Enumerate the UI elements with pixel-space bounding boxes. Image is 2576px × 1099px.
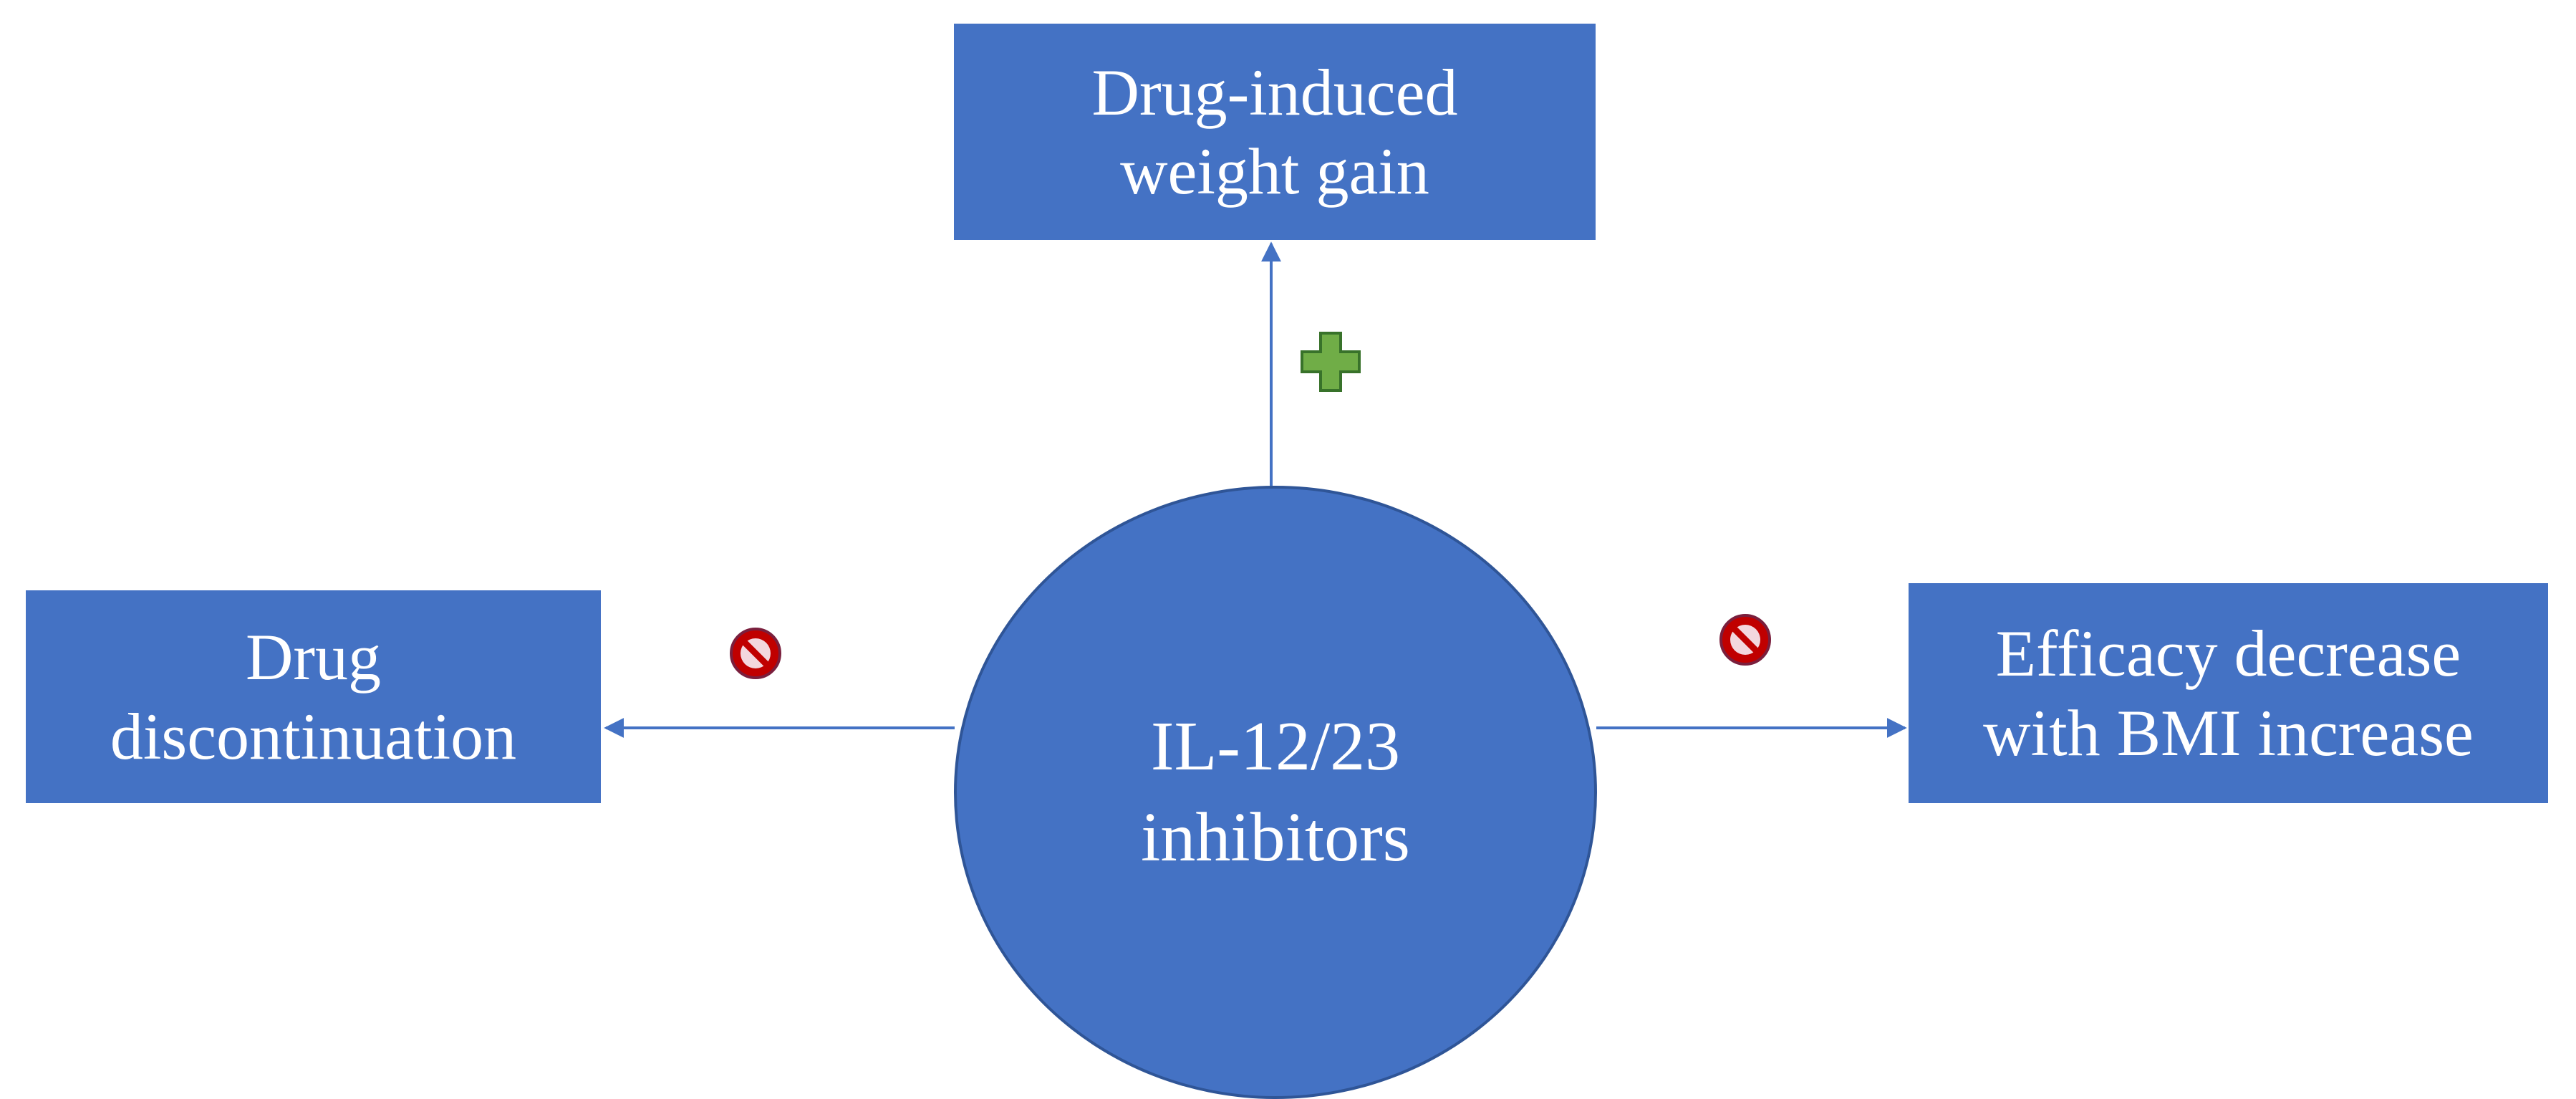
weight-gain-box: Drug-induced weight gain	[954, 24, 1596, 240]
center-line1: IL-12/23	[1150, 707, 1401, 785]
efficacy-decrease-line2: with BMI increase	[1983, 696, 2474, 769]
center-line2: inhibitors	[1141, 799, 1410, 876]
prohibited-icon	[730, 628, 781, 679]
discontinuation-line2: discontinuation	[110, 699, 517, 773]
plus-icon	[1301, 332, 1361, 392]
efficacy-decrease-box: Efficacy decrease with BMI increase	[1909, 583, 2548, 803]
weight-gain-line1: Drug-induced	[1091, 55, 1458, 129]
weight-gain-line2: weight gain	[1120, 135, 1429, 208]
efficacy-decrease-line1: Efficacy decrease	[1995, 617, 2461, 691]
discontinuation-line1: Drug	[245, 620, 382, 694]
discontinuation-box: Drug discontinuation	[26, 590, 601, 803]
il-12-23-inhibitors-node: IL-12/23 inhibitors	[954, 486, 1597, 1099]
prohibited-icon	[1719, 614, 1771, 666]
